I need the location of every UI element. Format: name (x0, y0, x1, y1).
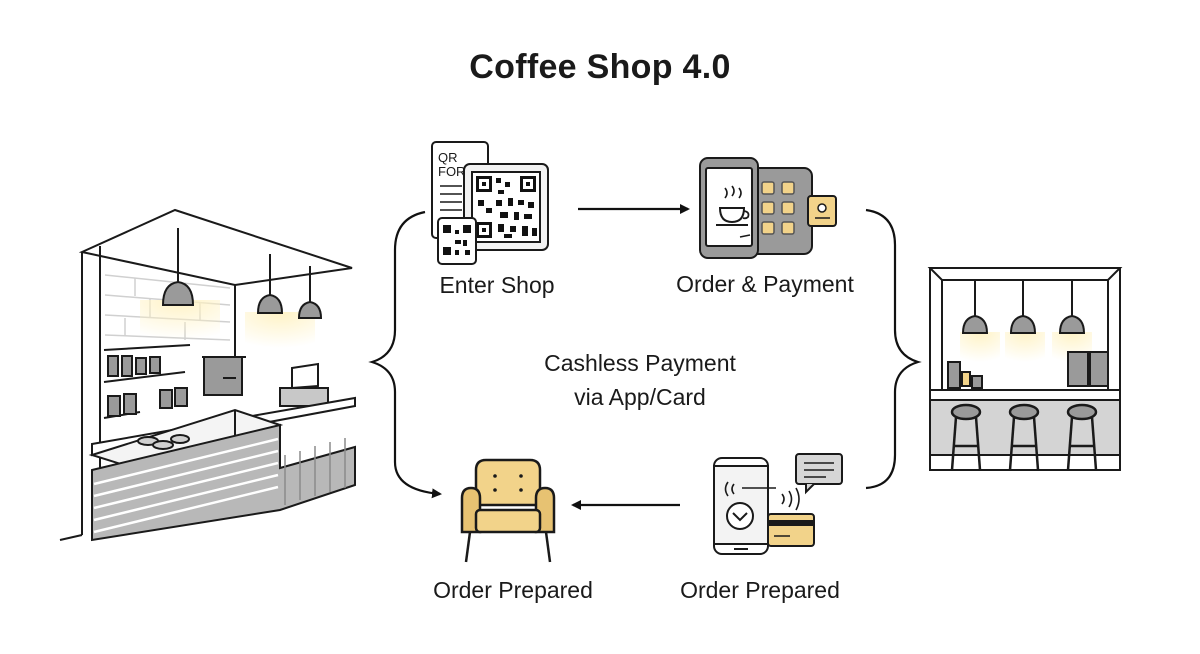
step-label-order-prepared-seat: Order Prepared (433, 577, 593, 603)
phone-notification-card-icon (713, 453, 843, 555)
step-label-order-prepared-phone: Order Prepared (680, 577, 840, 603)
cafe-bar-illustration (927, 267, 1123, 471)
right-brace-connector (865, 208, 922, 490)
step-label-order-payment: Order & Payment (676, 271, 854, 297)
coffee-counter-illustration (59, 208, 356, 542)
page-title: Coffee Shop 4.0 (469, 48, 731, 86)
armchair-icon (460, 458, 556, 563)
qr-code-menu-icon: QR FOR (431, 141, 549, 265)
center-caption: Cashless Payment via App/Card (480, 346, 800, 414)
step-label-enter-shop: Enter Shop (439, 272, 555, 298)
center-caption-line1: Cashless Payment (544, 350, 736, 376)
center-caption-line2: via App/Card (574, 384, 706, 410)
svg-text:FOR: FOR (438, 164, 465, 179)
left-brace-connector (368, 210, 442, 499)
smartphone-order-icon (699, 157, 837, 259)
qr-menu-text: QR (438, 150, 458, 165)
